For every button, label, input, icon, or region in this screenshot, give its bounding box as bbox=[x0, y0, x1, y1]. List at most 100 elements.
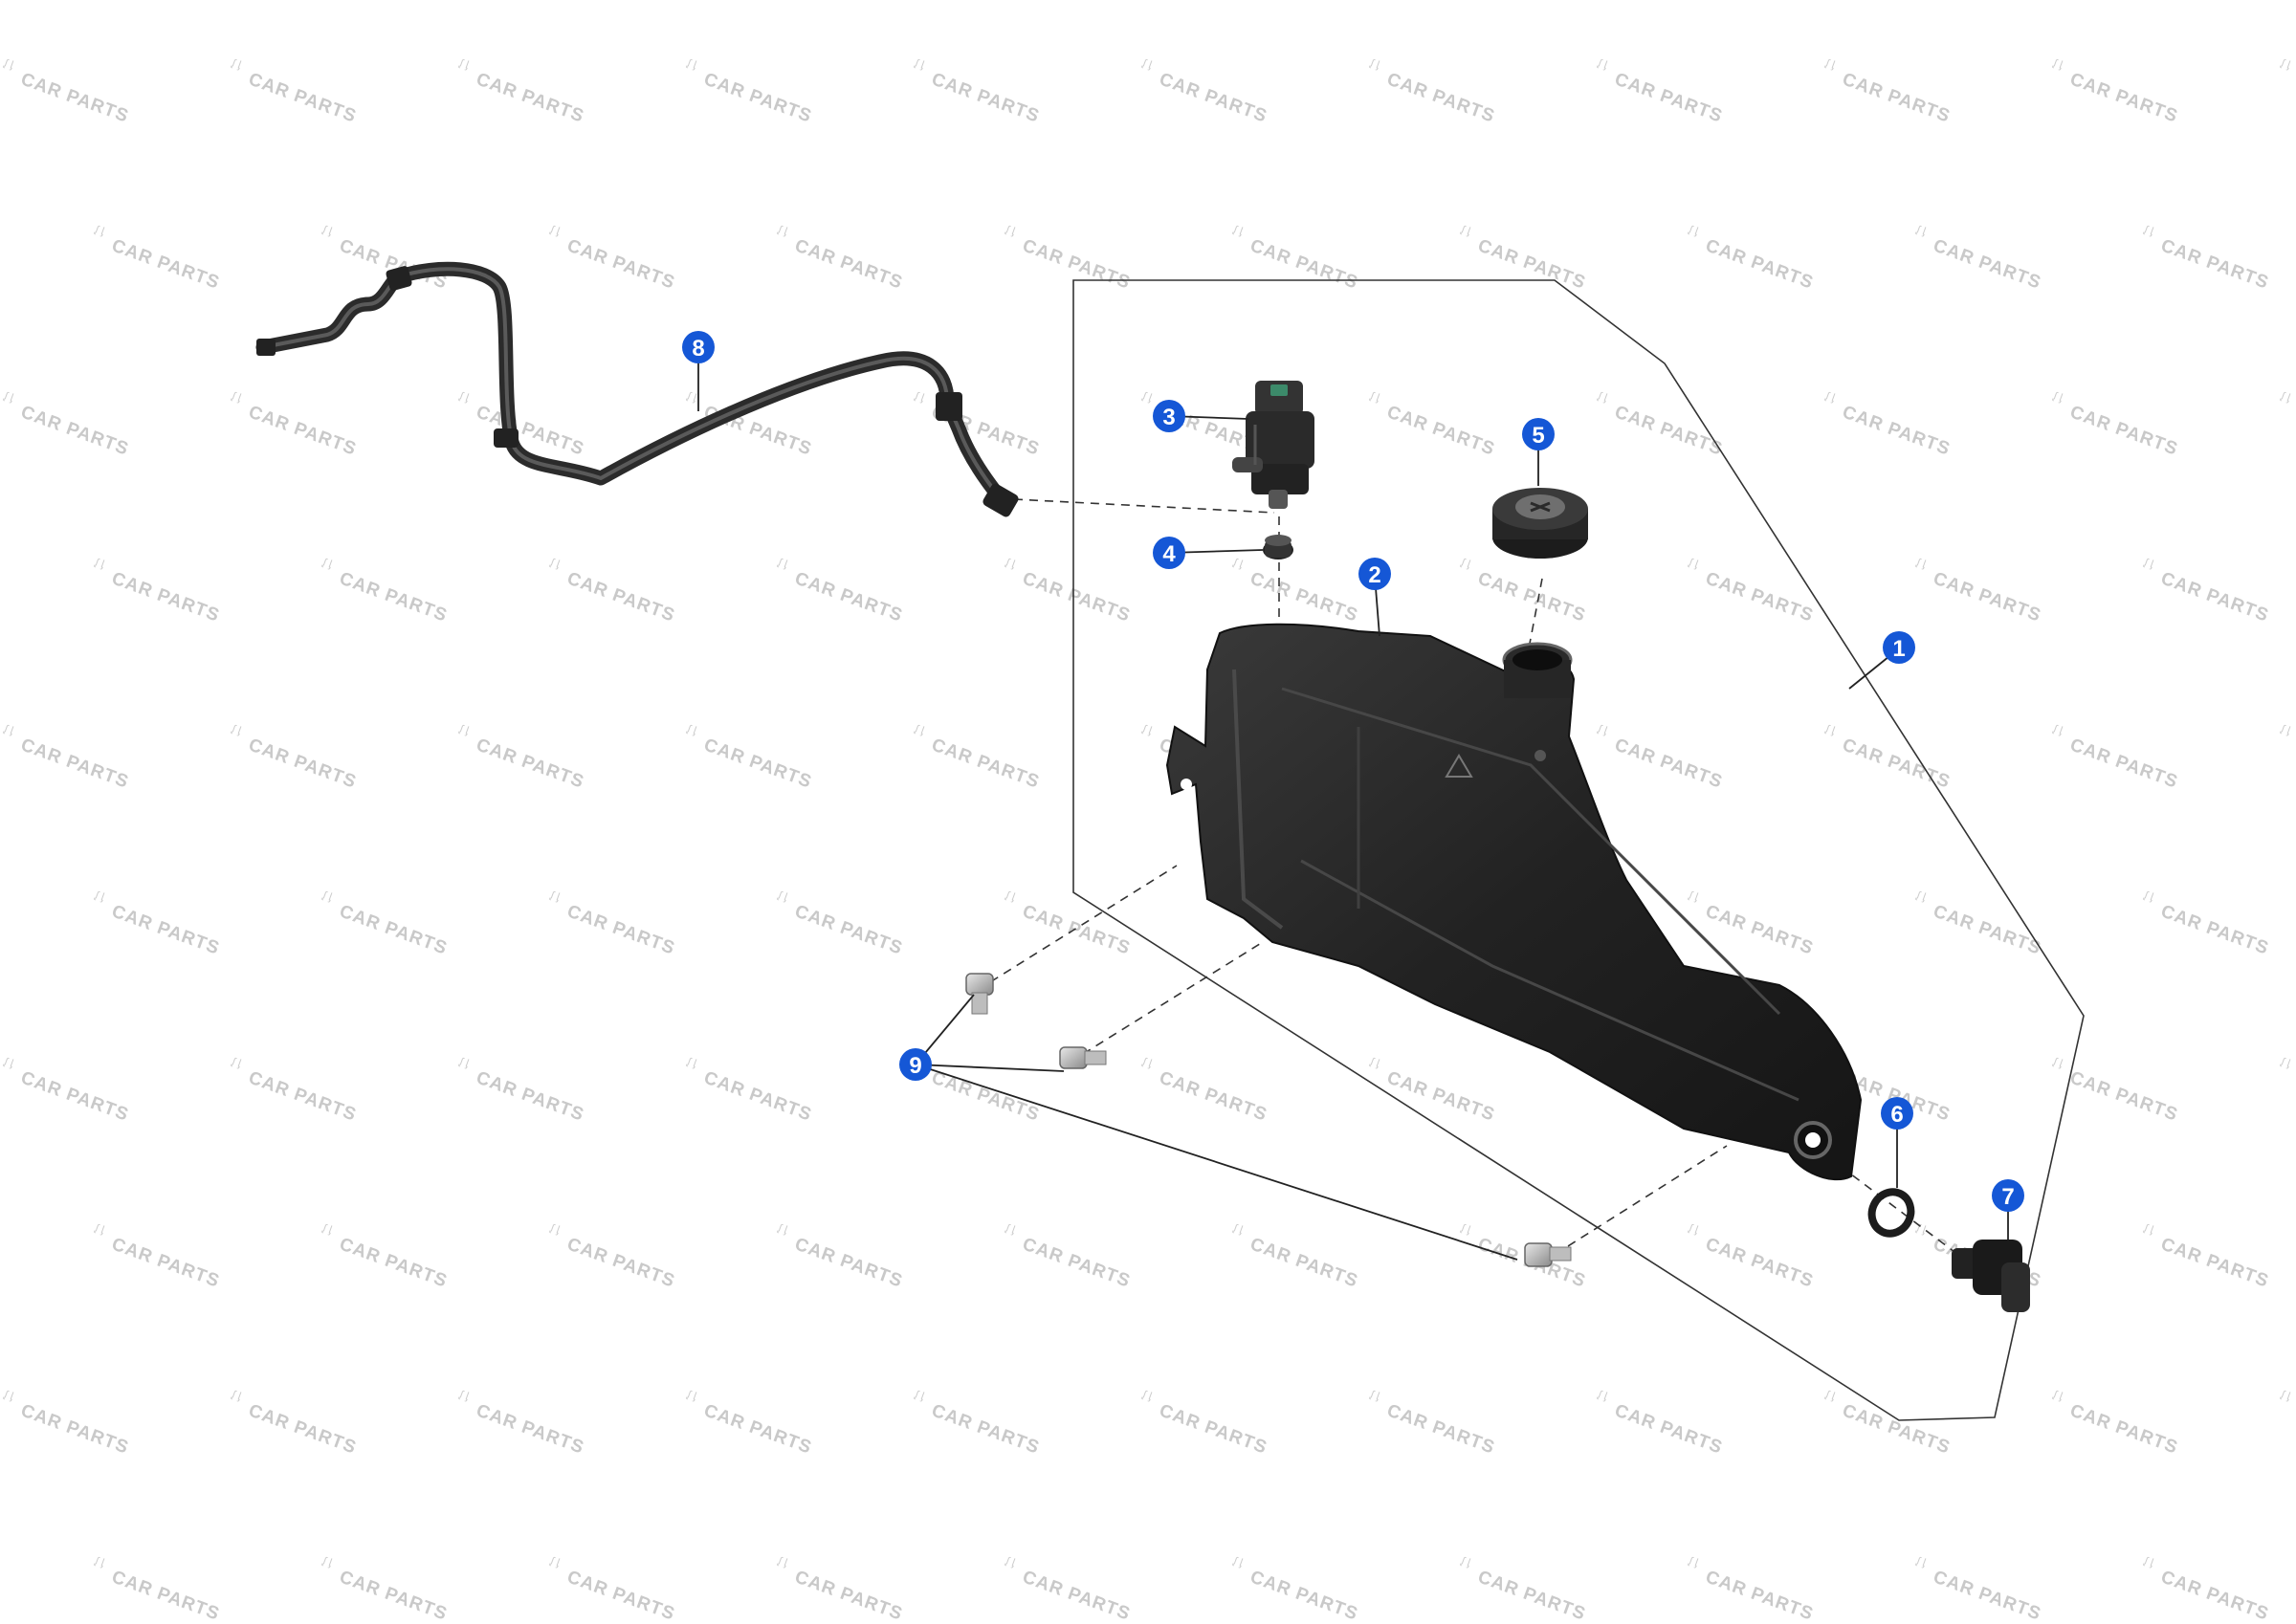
watermark-text: CAR PARTS bbox=[2067, 735, 2180, 792]
bolt-icon[interactable] bbox=[965, 973, 994, 1015]
watermark-mark: ᶘ ᶅ bbox=[2, 722, 15, 737]
callout-7[interactable]: 7 bbox=[1992, 1179, 2024, 1212]
o-ring-icon[interactable] bbox=[1866, 1186, 1918, 1240]
watermark-mark: ᶘ ᶅ bbox=[1459, 223, 1472, 238]
assembly-outline bbox=[1072, 279, 2085, 1421]
watermark-mark: ᶘ ᶅ bbox=[457, 1055, 471, 1070]
watermark-text: CAR PARTS bbox=[246, 1067, 359, 1125]
watermark-mark: ᶘ ᶅ bbox=[1687, 1554, 1700, 1569]
grommet-icon[interactable] bbox=[1263, 535, 1293, 560]
watermark-text: CAR PARTS bbox=[1020, 901, 1133, 958]
watermark-mark: ᶘ ᶅ bbox=[548, 889, 562, 904]
watermark-mark: ᶘ ᶅ bbox=[1140, 1388, 1154, 1403]
watermark-mark: ᶘ ᶅ bbox=[1596, 722, 1609, 737]
bolt-icon[interactable] bbox=[1524, 1242, 1572, 1267]
callout-3[interactable]: 3 bbox=[1153, 400, 1185, 432]
watermark-mark: ᶘ ᶅ bbox=[685, 1055, 698, 1070]
washer-pump-icon[interactable] bbox=[1232, 381, 1314, 509]
watermark-text: CAR PARTS bbox=[2158, 235, 2271, 293]
watermark-mark: ᶘ ᶅ bbox=[1231, 1554, 1245, 1569]
watermark-text: CAR PARTS bbox=[1703, 901, 1816, 958]
watermark-text: CAR PARTS bbox=[1247, 1567, 1360, 1624]
watermark-mark: ᶘ ᶅ bbox=[548, 1554, 562, 1569]
watermark-text: CAR PARTS bbox=[246, 1400, 359, 1458]
watermark-mark: ᶘ ᶅ bbox=[93, 1221, 106, 1237]
watermark-text: CAR PARTS bbox=[2067, 402, 2180, 459]
watermark-mark: ᶘ ᶅ bbox=[230, 1388, 243, 1403]
callout-6[interactable]: 6 bbox=[1881, 1097, 1913, 1130]
watermark-text: CAR PARTS bbox=[474, 402, 586, 459]
watermark-text: CAR PARTS bbox=[2067, 1400, 2180, 1458]
watermark-mark: ᶘ ᶅ bbox=[1823, 1388, 1837, 1403]
watermark-text: CAR PARTS bbox=[1157, 1067, 1269, 1125]
watermark-text: CAR PARTS bbox=[792, 1234, 905, 1291]
watermark-text: CAR PARTS bbox=[564, 901, 677, 958]
watermark-text: CAR PARTS bbox=[2067, 1067, 2180, 1125]
watermark-text: CAR PARTS bbox=[792, 235, 905, 293]
watermark-mark: ᶘ ᶅ bbox=[1823, 722, 1837, 737]
watermark-mark: ᶘ ᶅ bbox=[93, 556, 106, 571]
watermark-mark: ᶘ ᶅ bbox=[685, 56, 698, 72]
watermark-mark: ᶘ ᶅ bbox=[1596, 56, 1609, 72]
watermark-text: CAR PARTS bbox=[337, 1567, 450, 1624]
watermark-text: CAR PARTS bbox=[792, 568, 905, 625]
watermark-text: CAR PARTS bbox=[1020, 235, 1133, 293]
watermark-mark: ᶘ ᶅ bbox=[2142, 556, 2155, 571]
watermark-text: CAR PARTS bbox=[1931, 568, 2043, 625]
watermark-text: CAR PARTS bbox=[701, 402, 814, 459]
svg-text:1: 1 bbox=[1892, 636, 1905, 662]
watermark-mark: ᶘ ᶅ bbox=[457, 389, 471, 405]
watermark-mark: ᶘ ᶅ bbox=[1687, 556, 1700, 571]
svg-text:9: 9 bbox=[909, 1053, 921, 1079]
bolt-icon[interactable] bbox=[1059, 1046, 1107, 1069]
watermark-mark: ᶘ ᶅ bbox=[1368, 1388, 1381, 1403]
watermark-text: CAR PARTS bbox=[2158, 568, 2271, 625]
watermark-mark: ᶘ ᶅ bbox=[1004, 223, 1017, 238]
watermark-text: CAR PARTS bbox=[1612, 1400, 1725, 1458]
watermark-mark: ᶘ ᶅ bbox=[1459, 1554, 1472, 1569]
drain-plug-icon[interactable] bbox=[1952, 1240, 2030, 1312]
washer-hose-icon[interactable] bbox=[255, 261, 1020, 518]
filler-cap-icon[interactable] bbox=[1492, 488, 1588, 559]
callout-2[interactable]: 2 bbox=[1358, 558, 1391, 590]
callout-9[interactable]: 9 bbox=[899, 1048, 932, 1081]
watermark-text: CAR PARTS bbox=[1931, 235, 2043, 293]
callout-8[interactable]: 8 bbox=[682, 331, 715, 363]
watermark-mark: ᶘ ᶅ bbox=[776, 889, 789, 904]
watermark-mark: ᶘ ᶅ bbox=[2051, 1055, 2064, 1070]
watermark-text: CAR PARTS bbox=[474, 1067, 586, 1125]
watermark-mark: ᶘ ᶅ bbox=[2142, 1554, 2155, 1569]
callout-4[interactable]: 4 bbox=[1153, 537, 1185, 569]
callout-5[interactable]: 5 bbox=[1522, 418, 1555, 450]
watermark-mark: ᶘ ᶅ bbox=[93, 223, 106, 238]
watermark-text: CAR PARTS bbox=[2158, 1567, 2271, 1624]
reservoir-tank-icon[interactable] bbox=[1165, 623, 1863, 1181]
callout-1[interactable]: 1 bbox=[1883, 631, 1915, 664]
